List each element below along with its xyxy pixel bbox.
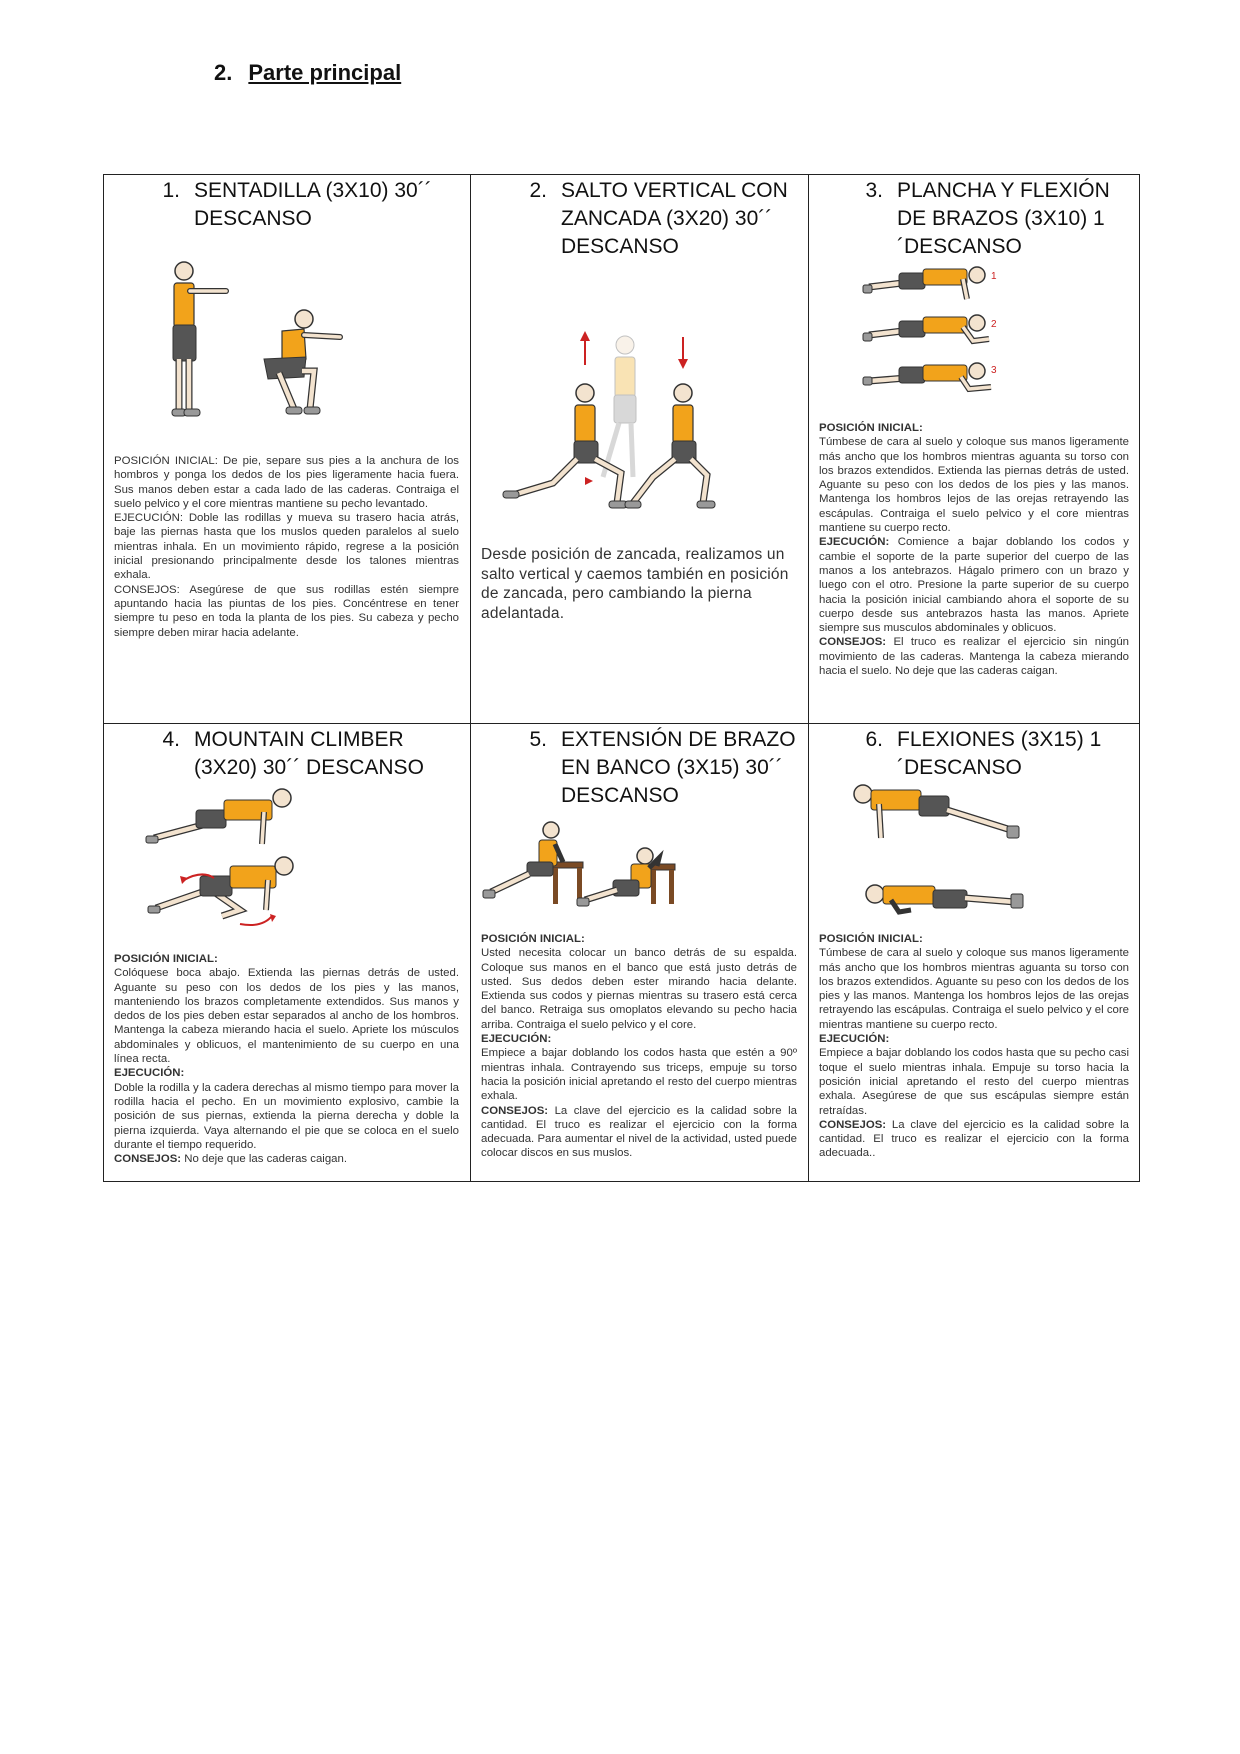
ejecucion-label: EJECUCIÓN: bbox=[481, 1033, 552, 1046]
exercise-description: POSICIÓN INICIAL: Usted necesita colocar… bbox=[481, 932, 797, 1161]
posicion-text: Túmbese de cara al suelo y coloque sus m… bbox=[819, 436, 1129, 535]
consejos-text: CONSEJOS: Asegúrese de que sus rodillas … bbox=[114, 583, 459, 639]
exercise-title-text: SENTADILLA (3X10) 30´´ DESCANSO bbox=[194, 179, 432, 230]
heading-number: 2. bbox=[214, 60, 233, 85]
plank-label-1: 1 bbox=[991, 271, 997, 282]
exercise-title: 1. SENTADILLA (3X10) 30´´ DESCANSO bbox=[104, 177, 470, 233]
posicion-label: POSICIÓN INICIAL: bbox=[481, 933, 585, 945]
plank-label-3: 3 bbox=[991, 365, 997, 376]
ejecucion-text: Doble la rodilla y la cadera derechas al… bbox=[114, 1081, 459, 1151]
plank-step-3 bbox=[862, 362, 992, 393]
pushup-figure bbox=[853, 784, 1024, 915]
consejos-text: El truco es realizar el ejercicio sin ni… bbox=[819, 636, 1129, 678]
consejos-label: CONSEJOS: bbox=[114, 1153, 182, 1166]
consejos-text: La clave del ejercicio es la calidad sob… bbox=[819, 1118, 1129, 1160]
plank-label-2: 2 bbox=[991, 319, 997, 330]
posicion-text: Colóquese boca abajo. Extienda las piern… bbox=[114, 967, 459, 1066]
consejos-text: La clave del ejercicio es la calidad sob… bbox=[481, 1104, 797, 1160]
exercise-cell-1: 1. SENTADILLA (3X10) 30´´ DESCANSO bbox=[103, 174, 471, 724]
exercise-number: 3. bbox=[865, 179, 883, 202]
plank-figure bbox=[862, 266, 992, 393]
posicion-text: POSICIÓN INICIAL: De pie, separe sus pie… bbox=[114, 455, 459, 510]
exercise-title-text: PLANCHA Y FLEXIÓN DE BRAZOS (3X10) 1´DES… bbox=[897, 179, 1110, 258]
posicion-label: POSICIÓN INICIAL: bbox=[114, 953, 218, 965]
exercise-cell-4: 4. MOUNTAIN CLIMBER (3X20) 30´´ DESCANSO bbox=[103, 723, 471, 1182]
exercise-number: 5. bbox=[529, 728, 547, 751]
exercise-cell-3: 3. PLANCHA Y FLEXIÓN DE BRAZOS (3X10) 1´… bbox=[808, 174, 1140, 724]
exercise-description: POSICIÓN INICIAL: De pie, separe sus pie… bbox=[114, 454, 459, 640]
exercise-number: 4. bbox=[162, 728, 180, 751]
ejecucion-text: Empiece a bajar doblando los codos hasta… bbox=[819, 1047, 1129, 1117]
exercise-description: Desde posición de zancada, realizamos un… bbox=[481, 546, 789, 622]
exercise-title: 4. MOUNTAIN CLIMBER (3X20) 30´´ DESCANSO bbox=[104, 726, 470, 782]
plank-step-2 bbox=[862, 314, 990, 345]
bench-dip-figure bbox=[482, 821, 676, 907]
posicion-text: Túmbese de cara al suelo y coloque sus m… bbox=[819, 947, 1129, 1031]
lunge-jump-figure bbox=[502, 331, 716, 509]
posicion-label: POSICIÓN INICIAL: bbox=[819, 933, 923, 945]
ejecucion-text: EJECUCIÓN: Doble las rodillas y mueva su… bbox=[114, 512, 459, 582]
table-row: 4. MOUNTAIN CLIMBER (3X20) 30´´ DESCANSO bbox=[103, 723, 1140, 1182]
exercise-cell-5: 5. EXTENSIÓN DE BRAZO EN BANCO (3X15) 30… bbox=[470, 723, 809, 1182]
exercise-cell-6: 6. FLEXIONES (3X15) 1´DESCANSO bbox=[808, 723, 1140, 1182]
exercise-title-text: EXTENSIÓN DE BRAZO EN BANCO (3X15) 30´´ … bbox=[561, 728, 796, 807]
consejos-text: No deje que las caderas caigan. bbox=[184, 1153, 348, 1166]
exercise-number: 6. bbox=[865, 728, 883, 751]
exercise-title-text: FLEXIONES (3X15) 1´DESCANSO bbox=[897, 728, 1102, 779]
exercise-title-text: SALTO VERTICAL CON ZANCADA (3X20) 30´´ D… bbox=[561, 179, 788, 258]
ejecucion-text: Empiece a bajar doblando los codos hasta… bbox=[481, 1047, 797, 1103]
mountain-climber-figure bbox=[145, 788, 294, 926]
exercise-title: 5. EXTENSIÓN DE BRAZO EN BANCO (3X15) 30… bbox=[471, 726, 808, 810]
ejecucion-label: EJECUCIÓN: bbox=[114, 1067, 185, 1080]
ejecucion-label: EJECUCIÓN: bbox=[819, 1033, 890, 1046]
consejos-label: CONSEJOS: bbox=[819, 636, 887, 649]
exercise-table: 1. SENTADILLA (3X10) 30´´ DESCANSO bbox=[103, 174, 1140, 1182]
exercise-title-text: MOUNTAIN CLIMBER (3X20) 30´´ DESCANSO bbox=[194, 728, 424, 779]
exercise-cell-2: 2. SALTO VERTICAL CON ZANCADA (3X20) 30´… bbox=[470, 174, 809, 724]
exercise-description: POSICIÓN INICIAL: Túmbese de cara al sue… bbox=[819, 932, 1129, 1161]
exercise-title: 2. SALTO VERTICAL CON ZANCADA (3X20) 30´… bbox=[471, 177, 808, 261]
posicion-label: POSICIÓN INICIAL: bbox=[819, 422, 923, 434]
ejecucion-label: EJECUCIÓN: bbox=[819, 536, 890, 549]
exercise-description: POSICIÓN INICIAL: Colóquese boca abajo. … bbox=[114, 952, 459, 1166]
table-row: 1. SENTADILLA (3X10) 30´´ DESCANSO bbox=[103, 174, 1140, 724]
consejos-label: CONSEJOS: bbox=[481, 1104, 549, 1117]
exercise-description: POSICIÓN INICIAL: Túmbese de cara al sue… bbox=[819, 421, 1129, 678]
page-heading: 2. Parte principal bbox=[214, 60, 401, 86]
consejos-label: CONSEJOS: bbox=[819, 1118, 887, 1131]
plank-step-1 bbox=[862, 266, 986, 300]
exercise-number: 2. bbox=[529, 179, 547, 202]
squat-figure bbox=[171, 261, 343, 417]
posicion-text: Usted necesita colocar un banco detrás d… bbox=[481, 947, 797, 1031]
exercise-number: 1. bbox=[162, 179, 180, 202]
heading-title: Parte principal bbox=[248, 60, 402, 85]
ejecucion-text: Comience a bajar doblando los codos y ca… bbox=[819, 536, 1129, 635]
exercise-title: 6. FLEXIONES (3X15) 1´DESCANSO bbox=[809, 726, 1139, 782]
exercise-title: 3. PLANCHA Y FLEXIÓN DE BRAZOS (3X10) 1´… bbox=[809, 177, 1139, 261]
